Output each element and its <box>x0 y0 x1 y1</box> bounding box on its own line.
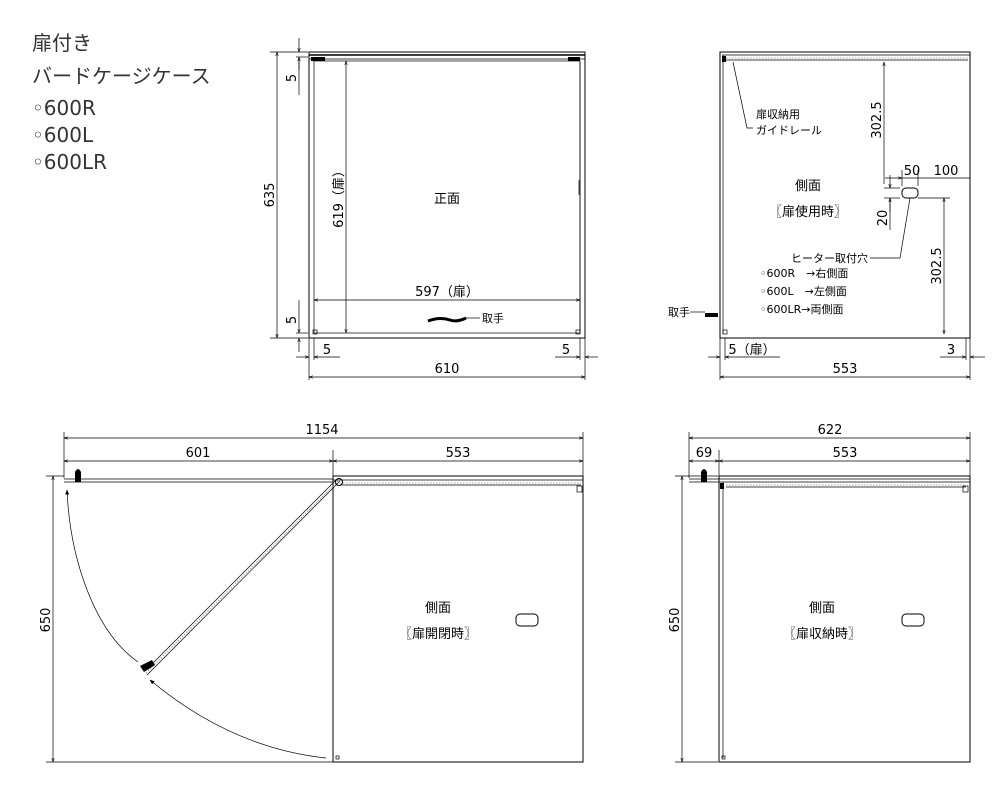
side-label1: 側面 <box>795 179 821 194</box>
stored-case-frame <box>718 475 971 763</box>
dim-side-hole-width: 50 <box>904 164 921 179</box>
side-rail-label2: ガイドレール <box>756 124 822 137</box>
side-frame <box>719 51 971 339</box>
front-hinge-left <box>311 57 325 61</box>
dim-stored-depth: 553 <box>833 446 858 461</box>
front-handle-icon <box>427 316 467 323</box>
title-block: 扉付き バードケージケース ◦600R ◦600L ◦600LR <box>32 31 211 174</box>
front-label: 正面 <box>434 192 460 207</box>
title-line1: 扉付き <box>32 31 92 55</box>
side-handle-label: 取手 <box>668 305 690 319</box>
dim-side-width: 553 <box>833 362 858 377</box>
front-hinge-right <box>568 57 580 61</box>
open-heater-hole <box>515 613 539 627</box>
stored-view: 側面 〖扉収納時〗 622 69 553 650 <box>668 423 971 763</box>
dim-side-upper-height: 302.5 <box>870 101 885 138</box>
side-heater-hole <box>901 187 919 199</box>
side-heater-note-600r: ◦600R →右側面 <box>760 266 848 280</box>
dim-front-top-gap: 5 <box>285 74 300 82</box>
open-label1: 側面 <box>425 601 451 616</box>
open-hinge-icon <box>335 478 343 486</box>
dim-front-left-gap: 5 <box>323 343 331 358</box>
model-600lr: ◦600LR <box>32 150 107 174</box>
dim-open-overall: 1154 <box>305 423 338 438</box>
dim-front-door-width: 597（扉） <box>415 284 479 300</box>
dim-side-hole-height: 20 <box>876 210 891 227</box>
dim-stored-height: 650 <box>668 608 683 633</box>
side-handle-icon <box>705 313 718 317</box>
open-view: 側面 〖扉開閉時〗 1154 601 553 650 <box>39 423 584 763</box>
dim-stored-overhang: 69 <box>696 446 713 461</box>
open-label2: 〖扉開閉時〗 <box>399 626 477 642</box>
side-rail-label1: 扉収納用 <box>756 108 800 121</box>
dim-front-bottom-gap: 5 <box>285 316 300 324</box>
dim-side-back-gap: 3 <box>947 343 955 358</box>
side-view: 扉収納用 ガイドレール 側面 〖扉使用時〗 ヒーター取付穴 ◦600R →右側面… <box>668 51 985 380</box>
side-heater-note-600l: ◦600L →左側面 <box>760 285 847 298</box>
side-heater-note-600lr: ◦600LR→両側面 <box>760 303 843 316</box>
side-label2: 〖扉使用時〗 <box>769 204 847 220</box>
front-handle-label: 取手 <box>482 311 504 325</box>
title-line2: バードケージケース <box>32 64 211 88</box>
open-case-frame <box>332 475 584 763</box>
dim-side-hole-offset: 100 <box>934 164 959 179</box>
dim-front-door-height: 619（扉） <box>331 164 347 228</box>
open-door-swing <box>146 480 341 676</box>
dim-open-depth: 553 <box>446 446 471 461</box>
open-handle-top-icon <box>75 469 81 482</box>
dim-front-height: 635 <box>263 183 278 208</box>
dim-front-right-gap: 5 <box>562 343 570 358</box>
open-handle-swing-icon <box>140 660 155 672</box>
dim-side-door-gap: 5（扉） <box>728 342 775 358</box>
model-600r: ◦600R <box>32 96 96 120</box>
dim-open-swing: 601 <box>186 446 211 461</box>
dim-side-lower-height: 302.5 <box>930 247 945 284</box>
open-arc-upper <box>65 489 139 663</box>
dim-open-height: 650 <box>39 608 54 633</box>
stored-heater-hole <box>901 613 925 627</box>
dim-stored-overall: 622 <box>818 423 843 438</box>
dim-front-width: 610 <box>435 362 460 377</box>
side-heater-label: ヒーター取付穴 <box>791 251 868 265</box>
stored-label1: 側面 <box>809 601 835 616</box>
stored-label2: 〖扉収納時〗 <box>783 626 861 642</box>
model-600l: ◦600L <box>32 123 94 147</box>
front-frame <box>308 51 586 339</box>
stored-handle-icon <box>701 469 707 482</box>
open-arc-lower <box>149 679 327 759</box>
front-view: 正面 取手 635 5 5 619（扉） 597（扉） 5 <box>263 38 598 380</box>
